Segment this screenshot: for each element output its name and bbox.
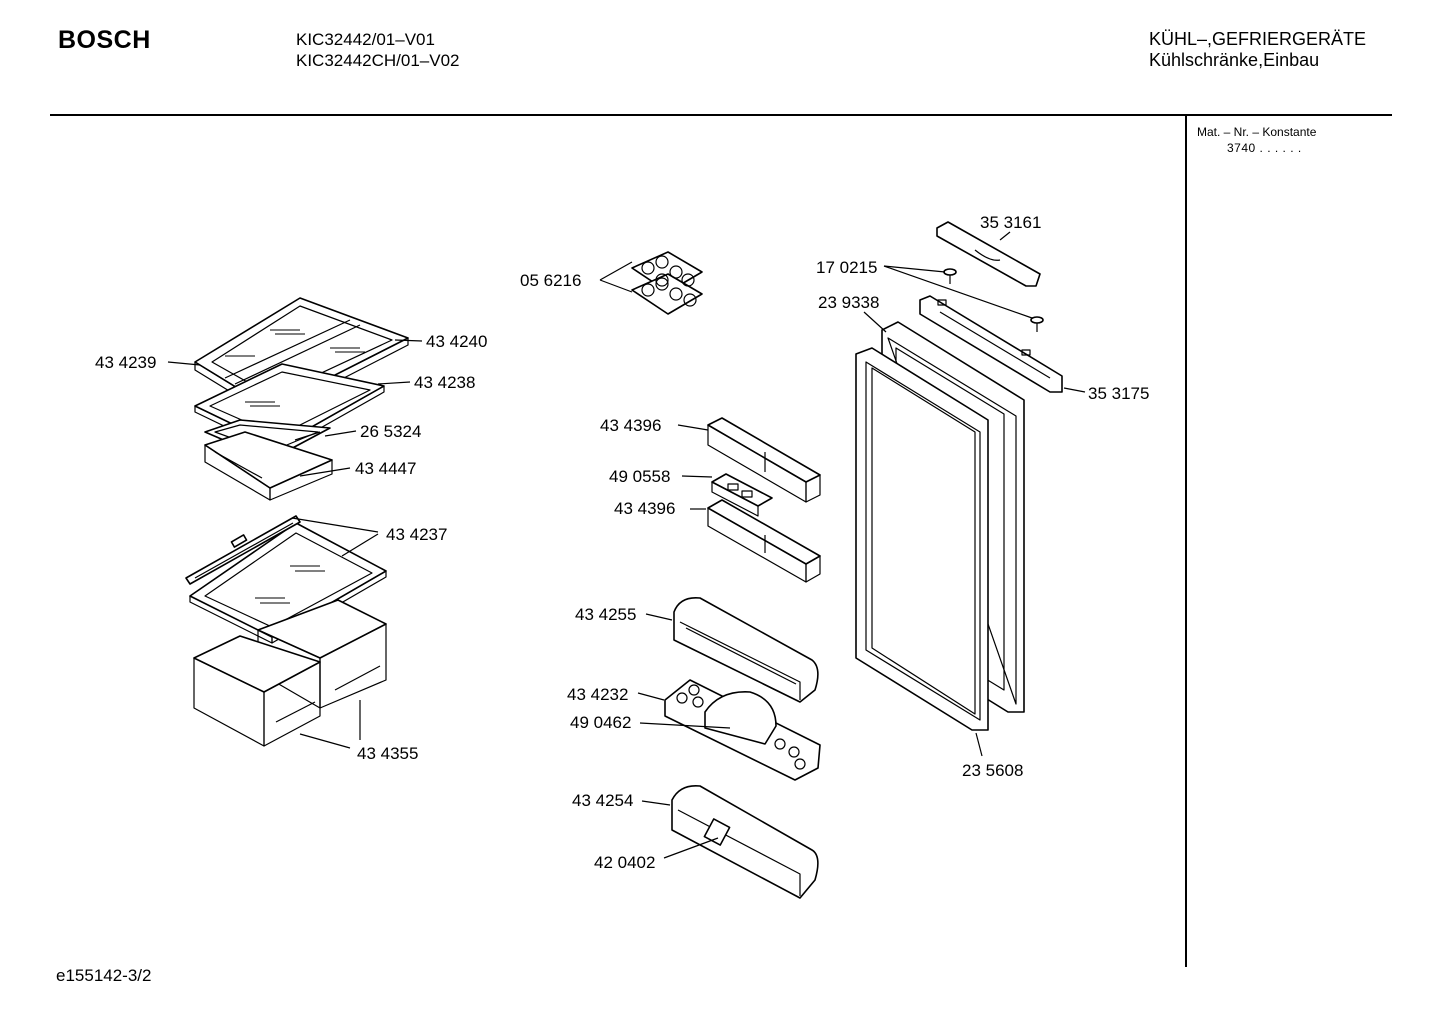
part-label: 43 4255 — [575, 605, 636, 624]
part-label: 43 4355 — [357, 744, 418, 763]
part-label: 26 5324 — [360, 422, 421, 441]
part-label: 43 4237 — [386, 525, 447, 544]
category-subtitle: Kühlschränke,Einbau — [1149, 50, 1320, 70]
leader-lines-left — [167, 339, 423, 749]
door-bracket-drawing — [919, 295, 1063, 393]
part-label: 05 6216 — [520, 271, 581, 290]
part-label: 43 4238 — [414, 373, 475, 392]
leader-lines-middle — [599, 261, 731, 859]
part-label: 17 0215 — [816, 258, 877, 277]
part-label: 43 4254 — [572, 791, 633, 810]
glass-shelf-lower-drawing — [189, 522, 387, 644]
part-label: 35 3175 — [1088, 384, 1149, 403]
small-holder-drawing — [711, 473, 773, 517]
part-label: 35 3161 — [980, 213, 1041, 232]
door-bottle-shelf-lower-drawing — [671, 784, 819, 899]
part-label: 49 0558 — [609, 467, 670, 486]
part-label: 43 4447 — [355, 459, 416, 478]
part-label: 23 5608 — [962, 761, 1023, 780]
part-label: 49 0462 — [570, 713, 631, 732]
part-label: 43 4239 — [95, 353, 156, 372]
sidebar-divider — [1185, 115, 1187, 967]
header-divider — [50, 114, 1392, 116]
leader-lines-right — [863, 231, 1086, 757]
part-labels: 05 6216 43 4239 43 4240 43 4238 26 5324 … — [95, 213, 1149, 872]
part-label: 43 4396 — [600, 416, 661, 435]
brand-logo: BOSCH — [58, 26, 151, 54]
shelf-rail-drawing — [185, 515, 301, 585]
crisper-drawer-front-drawing — [193, 635, 321, 747]
egg-tray-drawing — [631, 251, 703, 315]
mat-number-value: 3740 . . . . . . — [1227, 141, 1302, 155]
door-handle-cover-drawing — [936, 221, 1041, 287]
drawer-small-drawing — [204, 431, 333, 501]
part-label: 43 4396 — [614, 499, 675, 518]
mat-number-label: Mat. – Nr. – Konstante — [1197, 125, 1317, 139]
door-bottle-shelf-drawing — [673, 596, 819, 703]
part-label: 23 9338 — [818, 293, 879, 312]
part-label: 43 4240 — [426, 332, 487, 351]
egg-shelf-drawing — [664, 679, 821, 781]
model-number-1: KIC32442/01–V01 — [296, 30, 435, 49]
part-label: 43 4232 — [567, 685, 628, 704]
door-shelf-middle-drawing — [707, 499, 821, 583]
door-gasket-drawing — [855, 347, 989, 731]
door-shelf-upper-drawing — [707, 417, 821, 503]
drawing-code: e155142-3/2 — [56, 966, 152, 985]
model-number-2: KIC32442CH/01–V02 — [296, 51, 460, 70]
category-title: KÜHL–,GEFRIERGERÄTE — [1149, 29, 1367, 49]
part-label: 42 0402 — [594, 853, 655, 872]
